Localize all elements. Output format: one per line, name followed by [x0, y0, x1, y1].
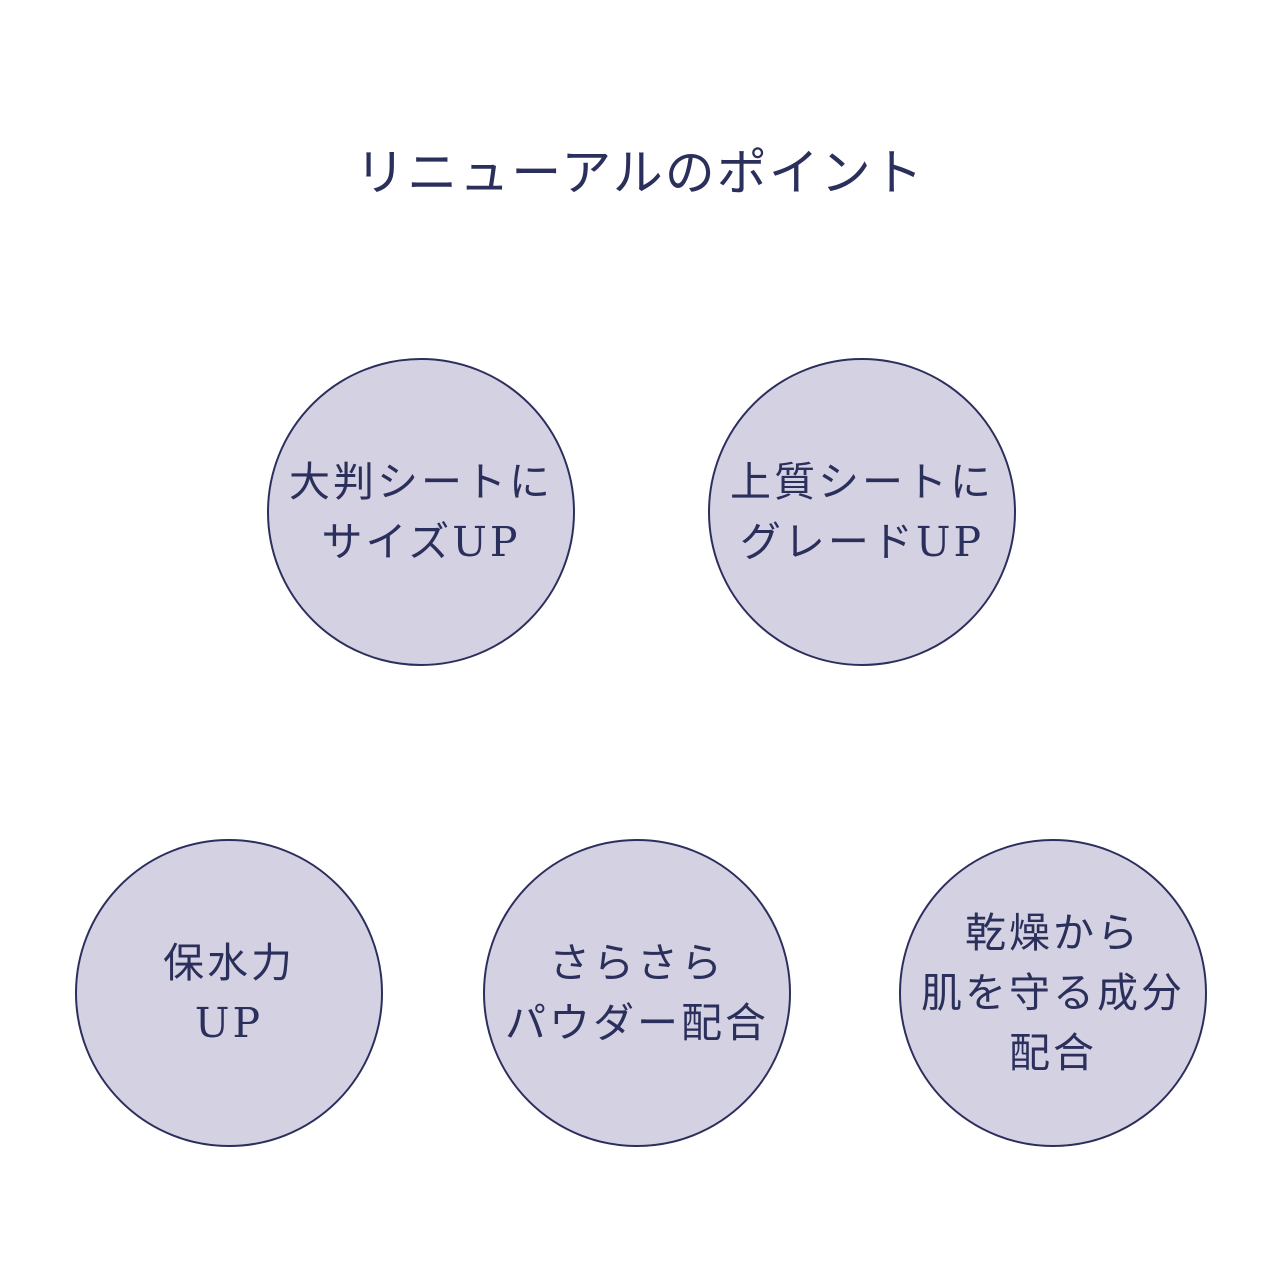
point-circle-moisture: 保水力 UP — [75, 839, 383, 1147]
point-line: 配合 — [1009, 1029, 1097, 1077]
point-line: 大判シートに — [289, 458, 553, 506]
point-line: サイズUP — [321, 518, 521, 566]
point-line: 上質シートに — [730, 458, 994, 506]
page-title: リニューアルのポイント — [355, 144, 925, 202]
point-line: 肌を守る成分 — [921, 969, 1185, 1017]
point-circle-powder: さらさら パウダー配合 — [483, 839, 791, 1147]
point-line: 保水力 — [163, 939, 295, 987]
point-line: 乾燥から — [965, 909, 1141, 957]
point-circle-sheet-grade: 上質シートに グレードUP — [708, 358, 1016, 666]
point-circle-dryness-protection: 乾燥から 肌を守る成分 配合 — [899, 839, 1207, 1147]
point-line: UP — [194, 999, 264, 1047]
point-line: パウダー配合 — [505, 999, 769, 1047]
point-line: グレードUP — [739, 518, 985, 566]
point-circle-sheet-size: 大判シートに サイズUP — [267, 358, 575, 666]
point-line: さらさら — [549, 939, 725, 987]
